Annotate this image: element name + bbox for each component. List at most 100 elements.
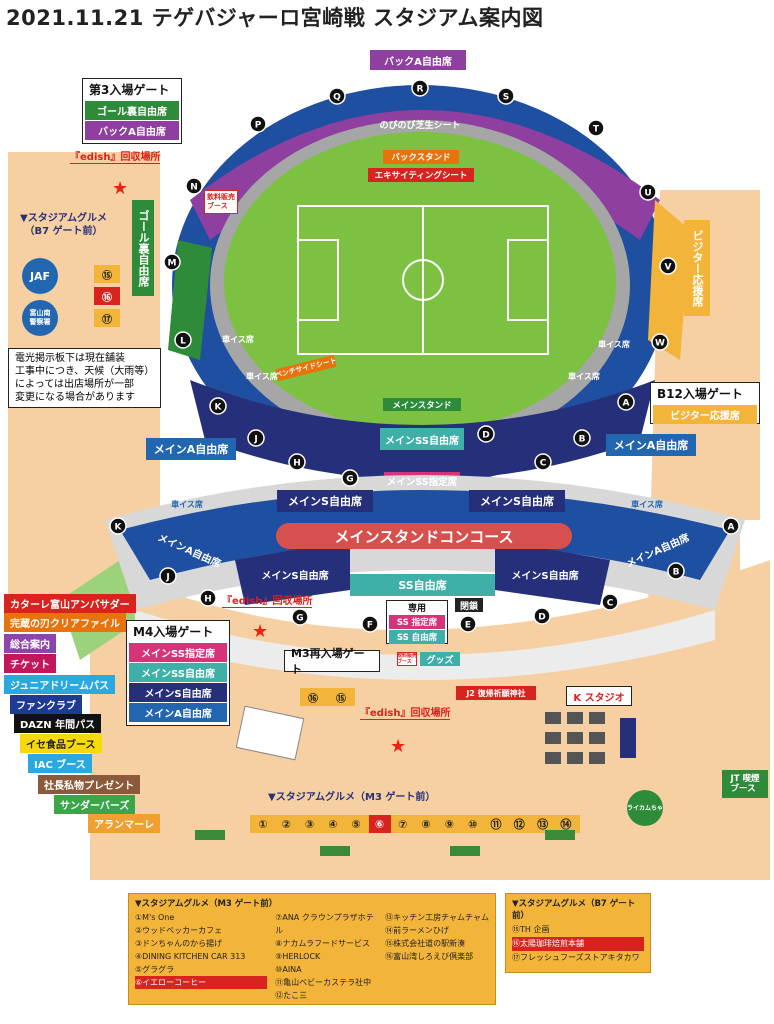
block-marker — [163, 253, 181, 271]
block-marker — [341, 469, 359, 487]
gatem3-box: M3再入場ゲート — [284, 647, 380, 676]
main-a-free-left: メインA自由席 — [146, 438, 236, 460]
booth-label: ファンクラブ — [10, 695, 82, 714]
gate3-row: ゴール裏自由席 — [85, 101, 179, 120]
booth-label: ジュニアドリームパス — [4, 675, 115, 694]
main-s-free-right: メインS自由席 — [469, 490, 565, 512]
gourmet-item: ⑨HERLOCK — [275, 952, 321, 961]
food-stall: ⑧ — [421, 817, 431, 831]
b7-stall: ⑮ — [94, 265, 120, 283]
booth-label: カターレ富山アンバサダー — [4, 594, 136, 613]
gatem4-row: メインA自由席 — [129, 703, 227, 722]
gourmet-item: ⑤グラグラ — [135, 965, 175, 974]
notice-line: 工事中につき、天候（大雨等） — [15, 366, 155, 377]
booth-label: DAZN 年間パス — [14, 714, 102, 733]
edish-mid: 『edish』回収場所 — [222, 592, 313, 608]
shrine-badge: J2 復帰祈願神社 — [456, 686, 536, 700]
food-stall: ⑩ — [468, 817, 478, 831]
b7-list-title: ▼スタジアムグルメ（B7 ゲート前） — [512, 899, 636, 921]
center-circle — [402, 259, 444, 301]
block-letter: H — [293, 459, 301, 469]
booth-label: チケット — [4, 654, 56, 673]
gatem4-row: メインSS指定席 — [129, 643, 227, 662]
block-marker — [109, 517, 127, 535]
star-icon: ★ — [252, 621, 268, 642]
mid-stall: ⑯ — [308, 693, 318, 705]
b7-gourmet-title: ▼スタジアムグルメ （B7 ゲート前） — [20, 213, 107, 237]
block-marker — [533, 607, 551, 625]
block-letter: R — [417, 85, 424, 95]
closed-badge: 閉鎖 — [455, 598, 483, 612]
food-stall: ⑭ — [560, 818, 572, 831]
food-stall: ⑫ — [513, 818, 525, 831]
block-marker — [328, 87, 346, 105]
back-a-free-label: バックA自由席 — [370, 50, 466, 70]
block-letter: A — [623, 399, 630, 409]
police-circle: 富山南 警察署 — [22, 300, 58, 336]
gourmet-item: ⑥イエローコーヒー — [135, 976, 268, 989]
block-letter: F — [367, 621, 373, 631]
raicho-label: ライカムちゃ — [627, 804, 663, 812]
exclusive-row: SS 指定席 — [389, 615, 445, 629]
edish-top: 『edish』回収場所 — [70, 148, 161, 164]
gate3-row: バックA自由席 — [85, 121, 179, 140]
notice-line: 変更になる場合があります — [15, 392, 135, 403]
edish-bottom: 『edish』回収場所 — [360, 704, 451, 720]
back-stand-ring — [190, 110, 660, 240]
left-penalty-box — [297, 239, 339, 321]
gourmet-item: ⑪亀山ベビーカステラ社中 — [275, 978, 372, 987]
wheelchair-label: 車イス席 — [598, 339, 630, 349]
mid-stall: ⑮ — [336, 693, 346, 705]
food-stall: ⑨ — [444, 817, 455, 831]
jaf-circle: JAF — [22, 258, 58, 294]
nobinobi-label: のびのび芝生シート — [379, 120, 461, 131]
block-marker — [659, 257, 677, 275]
gourmet-item: ⑮TH 企画 — [512, 925, 550, 934]
main-ss-free-area — [380, 428, 464, 450]
goods-badge: グッズ — [420, 652, 460, 666]
block-letter: U — [644, 189, 651, 199]
tables — [195, 830, 575, 856]
m3-gourmet-title: ▼スタジアムグルメ（M3 ゲート前） — [268, 792, 436, 803]
block-letter: V — [665, 263, 672, 273]
ss-free-label: SS自由席 — [398, 579, 447, 592]
block-marker — [639, 183, 657, 201]
block-letter: B — [673, 568, 680, 578]
gourmet-item: ⑮株式会社道の駅新湊 — [385, 939, 466, 948]
block-marker — [199, 589, 217, 607]
block-marker — [185, 177, 203, 195]
toilet-block — [235, 705, 305, 761]
main-stand-label: メインスタンド — [383, 398, 461, 411]
block-marker — [651, 333, 669, 351]
block-marker — [477, 425, 495, 443]
booth-label: 完蔵の刃クリアファイル — [4, 613, 126, 632]
exciting-seat-label: エキサイティングシート — [368, 168, 474, 182]
block-marker — [249, 115, 267, 133]
main-ss-free-label: メインSS自由席 — [385, 435, 459, 447]
concourse-label-bg — [276, 523, 572, 549]
gate3-box: 第3入場ゲート ゴール裏自由席 バックA自由席 — [82, 78, 182, 144]
page-title: 2021.11.21 テゲバジャーロ宮崎戦 スタジアム案内図 — [6, 6, 544, 30]
star-icon: ★ — [112, 178, 128, 199]
block-letter: A — [728, 523, 735, 533]
raicho-circle — [627, 790, 663, 826]
block-letter: J — [253, 435, 257, 445]
visitor-stand — [648, 200, 690, 360]
food-stall: ② — [281, 817, 291, 831]
gourmet-item: ⑭前ラーメンひげ — [385, 926, 449, 935]
concourse-main-s-left: メインS自由席 — [261, 570, 329, 582]
main-ss-reserved-label: メインSS指定席 — [386, 477, 458, 488]
k-studio-stage — [620, 718, 636, 758]
gourmet-item: ③ドンちゃんのから揚げ — [135, 939, 223, 948]
block-letter: S — [503, 93, 509, 103]
block-marker — [667, 562, 685, 580]
block-marker — [288, 453, 306, 471]
jt-booth: JT 喫煙 ブース — [722, 770, 768, 798]
gourmet-item: ⑫たこ三 — [275, 991, 308, 1000]
back-stand-label: バックスタンド — [383, 150, 459, 164]
wheelchair-label: 車イス席 — [222, 334, 254, 344]
block-letter: B — [579, 435, 586, 445]
